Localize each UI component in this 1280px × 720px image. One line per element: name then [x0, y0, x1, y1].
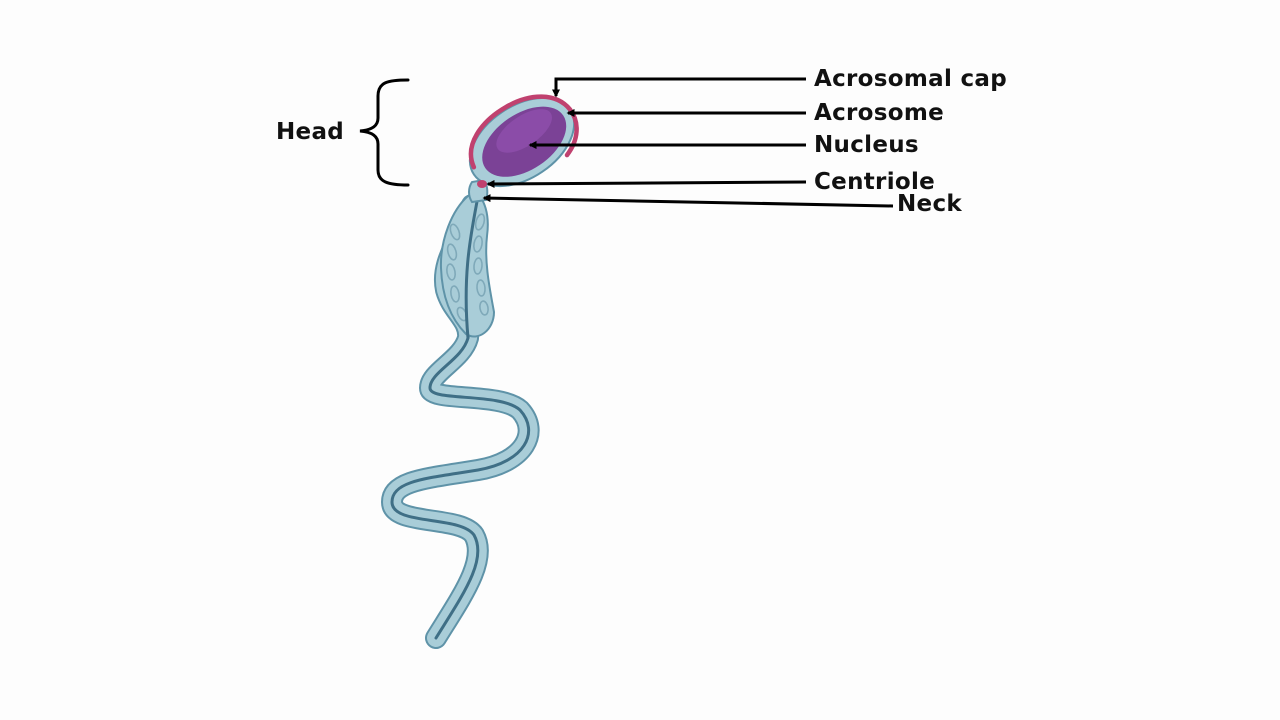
mitochondrion — [476, 279, 486, 297]
head-brace — [359, 78, 410, 187]
label-neck: Neck — [897, 191, 962, 217]
leader-lines — [482, 77, 894, 208]
mitochondrion — [449, 223, 461, 241]
mitochondrion — [446, 263, 456, 281]
mitochondrion — [473, 257, 483, 275]
sperm-head — [468, 94, 579, 188]
mitochondrion — [450, 285, 460, 303]
label-nucleus: Nucleus — [814, 132, 919, 158]
mitochondria — [446, 213, 489, 322]
mitochondrion — [474, 213, 486, 231]
mitochondrion — [473, 235, 483, 253]
midpiece — [439, 192, 496, 339]
midpiece-filament — [464, 195, 480, 339]
label-head: Head — [276, 119, 344, 145]
label-centriole: Centriole — [814, 169, 935, 195]
mitochondrion — [479, 300, 489, 316]
centriole-leader — [486, 179, 807, 188]
acrosomal-cap — [468, 94, 579, 170]
centriole — [477, 180, 487, 188]
neck-leader — [482, 194, 894, 208]
mitochondrion — [446, 243, 458, 261]
label-acrosome: Acrosome — [814, 100, 944, 126]
acrosomal-cap-leader — [552, 77, 806, 98]
nucleus-highlight — [496, 109, 552, 153]
label-acrosomal-cap: Acrosomal cap — [814, 66, 1007, 92]
